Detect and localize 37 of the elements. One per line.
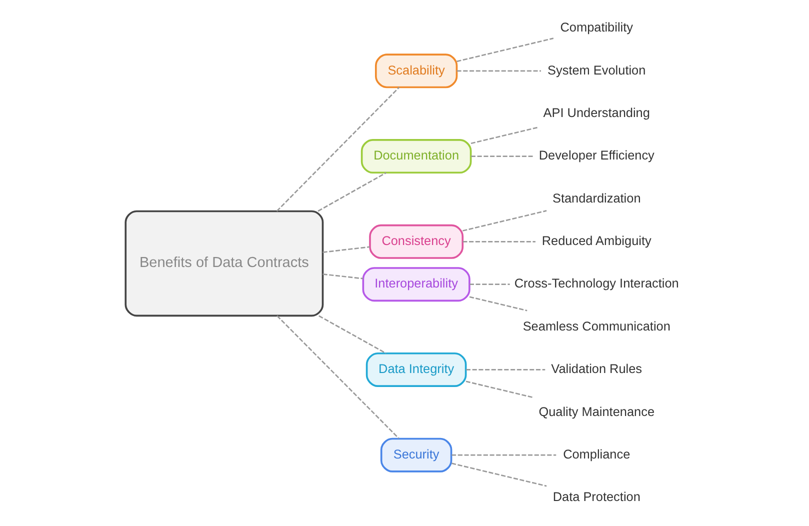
connector	[470, 126, 538, 144]
node-text: System Evolution	[548, 62, 646, 78]
node-text: Reduced Ambiguity	[542, 233, 652, 248]
node-text: Standardization	[552, 190, 641, 206]
connector	[456, 70, 541, 72]
node-text: Validation Rules	[551, 361, 642, 376]
node-box: Interoperability	[362, 267, 470, 302]
node-box: Scalability	[374, 54, 458, 88]
connector	[469, 296, 528, 312]
connector	[322, 246, 370, 253]
node-text: API Understanding	[543, 104, 650, 120]
connector	[451, 462, 547, 487]
node-text: Data Protection	[552, 489, 640, 504]
connector	[466, 369, 546, 370]
connector	[318, 172, 386, 212]
connector	[452, 454, 556, 456]
node-text: Quality Maintenance	[538, 404, 655, 419]
connector	[456, 38, 554, 62]
node-text: Compliance	[563, 446, 630, 462]
node-box: Benefits of Data Contracts	[124, 210, 324, 317]
connector	[462, 210, 547, 232]
node-text: Developer Efficiency	[538, 148, 654, 163]
connector	[470, 284, 510, 286]
connector	[276, 315, 400, 439]
connector	[318, 315, 386, 354]
connector	[471, 156, 533, 157]
connector	[466, 380, 533, 398]
node-box: Consistency	[369, 224, 464, 259]
node-text: Compatibility	[560, 20, 633, 35]
node-text: Cross-Technology Interaction	[514, 276, 679, 291]
connector	[462, 240, 536, 242]
node-text: Seamless Communication	[522, 318, 670, 334]
connector	[276, 86, 400, 212]
connector	[322, 274, 364, 280]
node-box: Security	[380, 438, 452, 472]
node-box: Data Integrity	[366, 352, 467, 387]
node-box: Documentation	[360, 139, 472, 174]
